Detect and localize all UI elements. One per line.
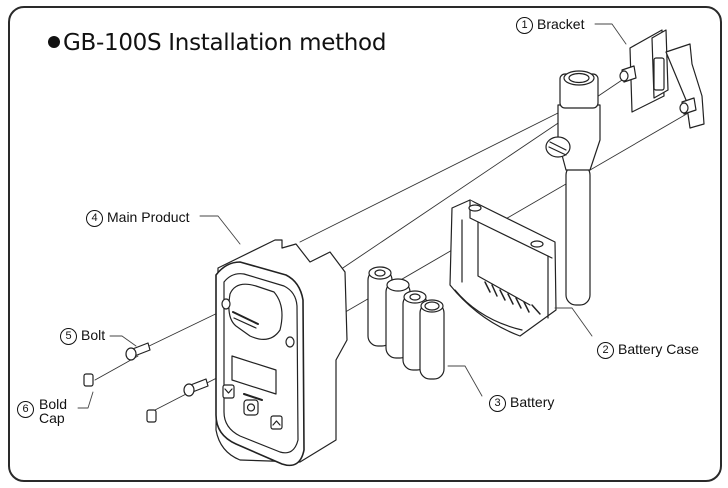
bolts <box>125 342 209 397</box>
valve-pipe <box>545 70 601 306</box>
part-number-badge: 1 <box>516 17 533 34</box>
part-name-line-1: Bold <box>39 396 68 412</box>
part-name: Battery Case <box>618 341 699 357</box>
part-number-badge: 4 <box>86 210 103 227</box>
part-name-line-2: Cap <box>39 410 65 426</box>
leader-lines <box>77 23 627 409</box>
page-title: GB-100S Installation method <box>48 30 386 56</box>
part-name: Bracket <box>537 16 585 32</box>
bullet-icon <box>48 36 60 48</box>
part-name: Battery <box>510 394 555 410</box>
diagram-frame <box>8 6 722 482</box>
part-number-badge: 3 <box>489 395 506 412</box>
label-bold-cap: 6 Bold Cap <box>17 397 67 425</box>
part-name: Main Product <box>107 209 190 225</box>
part-number-badge: 2 <box>597 342 614 359</box>
bolt-caps <box>83 373 157 423</box>
part-name: Bolt <box>81 327 106 343</box>
battery-case <box>449 199 557 337</box>
guide-lines <box>94 75 691 411</box>
main-product <box>215 239 348 467</box>
bracket <box>619 29 705 129</box>
batteries <box>367 266 445 380</box>
part-number-badge: 6 <box>17 401 34 418</box>
part-number-badge: 5 <box>60 328 77 345</box>
title-text: GB-100S Installation method <box>63 30 387 56</box>
